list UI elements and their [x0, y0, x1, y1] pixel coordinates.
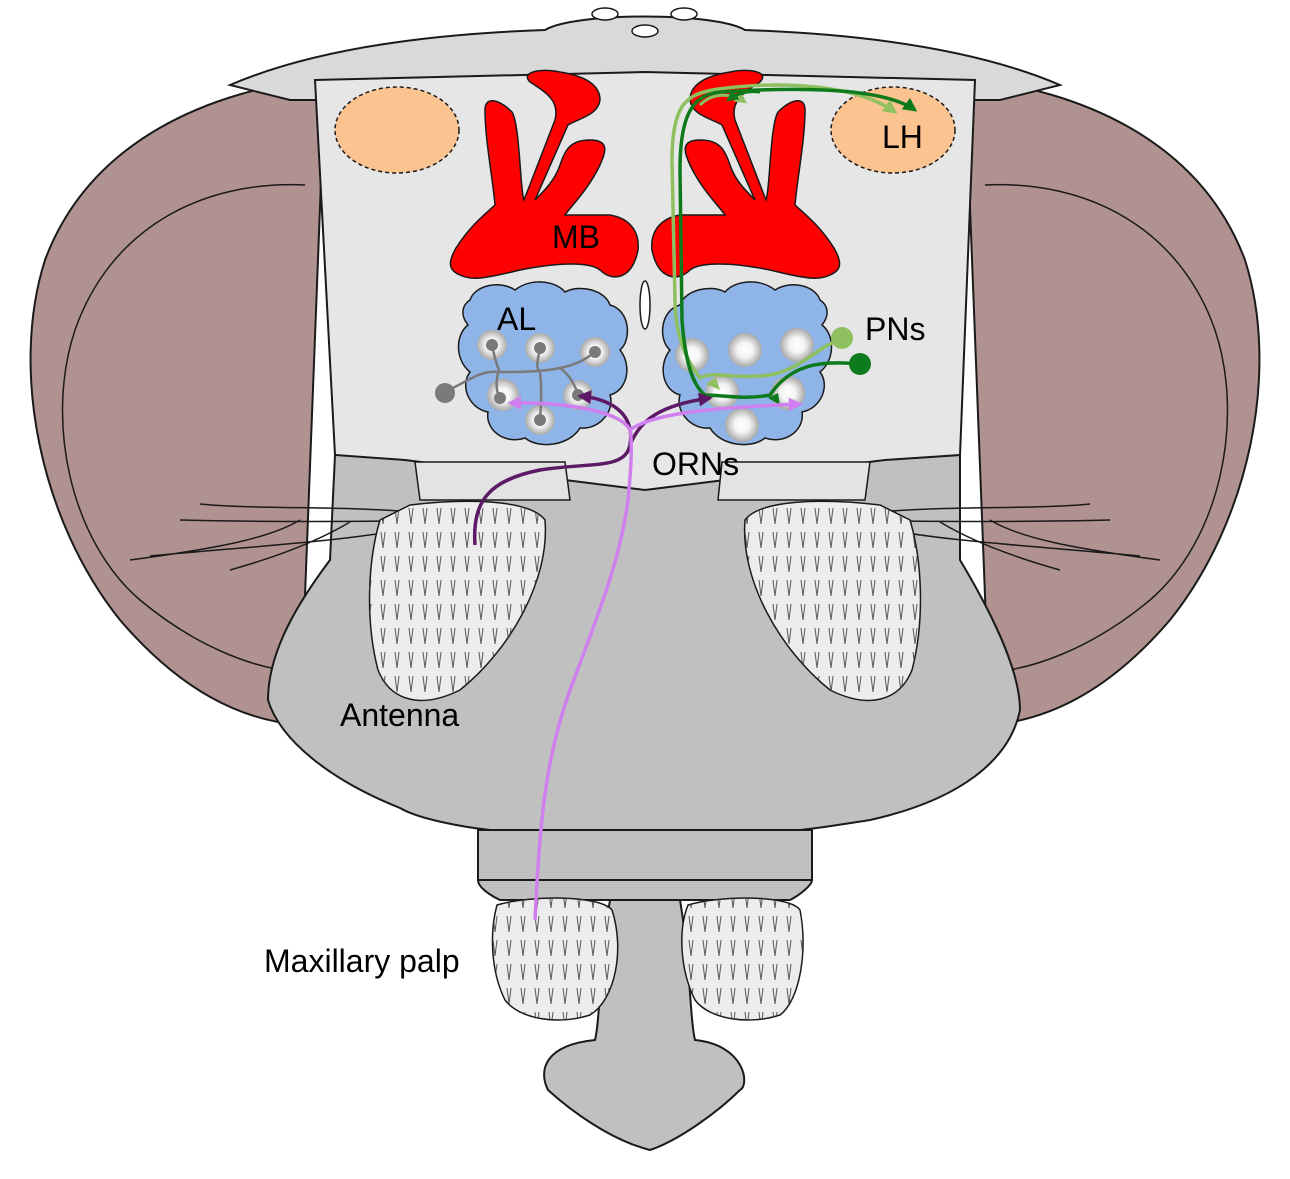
right-eye-inner-line [984, 183, 1229, 673]
interneuron-terminal [494, 392, 506, 404]
orn-antenna-dark [472, 390, 633, 546]
right-antenna-hairs [744, 501, 921, 701]
label-mb: MB [552, 219, 600, 255]
interneuron-terminal [534, 342, 546, 354]
orn-palp-light-cross [628, 397, 803, 432]
pn-light-axon [670, 83, 898, 381]
left-eye-inner-line [61, 183, 306, 673]
pn-dark-axon [678, 87, 918, 399]
interneuron-terminal [486, 339, 498, 351]
orn-antenna-dark-cross [628, 392, 713, 446]
label-al: AL [497, 301, 536, 337]
right-arista [849, 503, 1161, 571]
rostrum-lower [476, 879, 814, 901]
pn-light-branch [698, 91, 747, 107]
left-arista [129, 503, 441, 571]
pn-dark-soma [849, 353, 871, 375]
pn-light-soma [831, 327, 853, 349]
label-lh: LH [882, 119, 923, 155]
glomerulus [780, 328, 814, 362]
pn-light-dendrite [706, 378, 720, 390]
ocellus [670, 7, 698, 21]
interneuron-soma [435, 383, 455, 403]
left-lateral-horn [334, 86, 460, 174]
ocellus [591, 7, 619, 21]
left-palp-hairs [492, 898, 618, 1020]
ocellus [631, 24, 659, 38]
pn-dark-branch [726, 89, 761, 102]
label-maxillary-palp: Maxillary palp [264, 943, 460, 979]
label-orns: ORNs [652, 446, 739, 482]
label-pns: PNs [865, 311, 925, 347]
right-antenna-base [717, 461, 871, 501]
glomerulus [705, 375, 739, 409]
left-antenna-hairs [369, 501, 546, 701]
pn-dark-dendrite [768, 393, 780, 405]
midline-opening [639, 280, 651, 330]
interneuron-terminal [534, 414, 546, 426]
left-mushroom-body [449, 69, 639, 280]
glomerulus [728, 333, 762, 367]
rostrum [477, 829, 813, 881]
proboscis [543, 899, 746, 1152]
glomerulus [725, 408, 759, 442]
right-lateral-horn [830, 86, 956, 174]
label-antenna: Antenna [340, 697, 459, 733]
orn-palp-light [507, 395, 634, 921]
interneuron-terminal [589, 346, 601, 358]
right-palp-hairs [681, 898, 804, 1020]
